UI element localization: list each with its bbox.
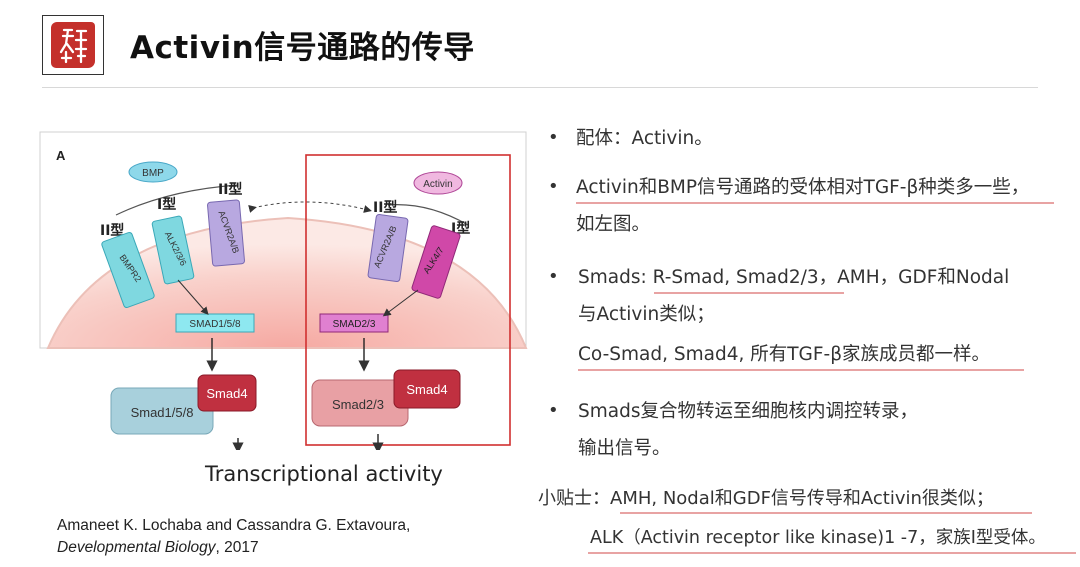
bullet-dot: • (548, 127, 559, 148)
phospho-arrow-left (177, 279, 209, 316)
smad4-right (393, 369, 461, 409)
smad4-left (197, 374, 257, 412)
logo (42, 15, 104, 75)
underline-tip2 (588, 552, 1076, 554)
receptor-bmpr2: BMPR2 (101, 231, 155, 309)
bmp-label: BMP (142, 168, 164, 179)
smad4-right-label: Smad4 (406, 382, 447, 397)
smad158-box-label: SMAD1/5/8 (189, 319, 241, 330)
bmp-ligand (128, 161, 178, 183)
smad23-oval-label: Smad2/3 (332, 397, 384, 412)
underline-cosmad (578, 369, 1024, 371)
bullet-smads-line3: Co-Smad, Smad4, 所有TGF-β家族成员都一样。 (578, 344, 990, 365)
smad158-box (175, 313, 255, 333)
transcription-label: Transcriptional activity (205, 462, 443, 486)
activin-label: Activin (423, 179, 452, 190)
underline-receptors (576, 202, 1054, 204)
tip-line2: ALK（Activin receptor like kinase)1 -7，家族… (590, 528, 1046, 548)
underline-rsmad (654, 292, 844, 294)
seal-stamp-logo-icon (51, 22, 95, 68)
bullet-smads-line2: 与Activin类似； (578, 304, 715, 325)
phospho-arrow-right (382, 289, 419, 317)
bullet-dot: • (548, 176, 559, 197)
page-title: Activin信号通路的传导 (130, 30, 475, 66)
crosstalk-arrow (248, 201, 372, 213)
receptor-acvr2ab-right: ACVR2A/B (367, 213, 409, 283)
smad4-left-label: Smad4 (206, 386, 247, 401)
activin-receptor-linker (387, 204, 469, 226)
citation-source: Developmental Biology, 2017 (57, 537, 410, 559)
bullet-transport-line2: 输出信号。 (578, 438, 671, 459)
title-divider (42, 87, 1038, 88)
bullet-dot: • (548, 400, 559, 421)
smad23-box-label: SMAD2/3 (333, 319, 376, 330)
receptor-alk236: ALK2/3/6 (151, 215, 195, 285)
receptor-alk47: ALK4/7 (411, 225, 461, 299)
type-ii-label-left: II型 (100, 222, 124, 239)
bmp-receptor-linker (115, 184, 239, 216)
citation-year: , 2017 (215, 539, 259, 556)
citation: Amaneet K. Lochaba and Cassandra G. Exta… (57, 515, 410, 559)
bullet-smads-line1: Smads: R-Smad, Smad2/3，AMH，GDF和Nodal (578, 267, 1010, 288)
bullet-receptors-line2: 如左图。 (576, 214, 651, 235)
panel-label: A (56, 148, 66, 163)
bullet-ligand: 配体：Activin。 (576, 128, 713, 149)
signaling-diagram: A BMP II型 I型 II型 BMPR2 ALK2/3/6 ACVR2A/B… (38, 130, 528, 450)
citation-journal: Developmental Biology (57, 539, 216, 556)
type-i-label-left: I型 (157, 196, 176, 213)
underline-tip1 (620, 512, 1032, 514)
citation-authors: Amaneet K. Lochaba and Cassandra G. Exta… (57, 517, 411, 534)
bullet-receptors-line1: Activin和BMP信号通路的受体相对TGF-β种类多一些， (576, 177, 1030, 198)
bullet-dot: • (548, 266, 559, 287)
bullet-transport-line1: Smads复合物转运至细胞核内调控转录， (578, 401, 918, 422)
smad158-oval-label: Smad1/5/8 (131, 405, 194, 420)
tip-line1: 小贴士：AMH, Nodal和GDF信号传导和Activin很类似； (538, 488, 994, 509)
type-ii-label-right: II型 (373, 199, 397, 216)
activin-highlight-frame (305, 154, 511, 446)
smad23-box (319, 313, 389, 333)
type-ii-label-top: II型 (218, 181, 242, 198)
receptor-acvr2ab-left: ACVR2A/B (207, 199, 245, 267)
activin-ligand (413, 171, 463, 195)
